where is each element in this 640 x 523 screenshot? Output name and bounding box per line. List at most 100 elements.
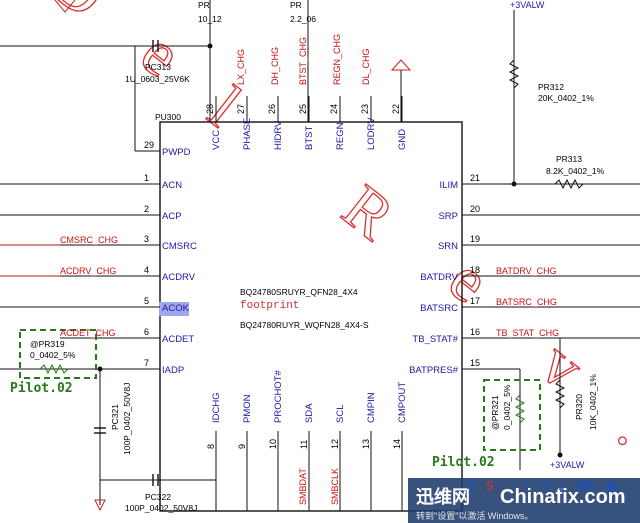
pin-number-bottom: 10 bbox=[268, 439, 278, 449]
pin-number-right: 17 bbox=[470, 296, 480, 306]
ic-part-number-1: BQ24780SRUYR_QFN28_4X4 bbox=[240, 287, 358, 297]
site-name-en: Chinafix.com bbox=[500, 486, 626, 508]
pin-name-bottom: SDA bbox=[304, 403, 315, 423]
pr320-val: 10K_0402_1% bbox=[588, 374, 598, 430]
pin-number-left: 7 bbox=[144, 358, 149, 368]
net-dh-chg: DH_CHG bbox=[270, 47, 280, 85]
pin-name-left: ACDRV bbox=[162, 272, 196, 283]
pin-number-left: 3 bbox=[144, 234, 149, 244]
ime-toolbar: A S •, ☺ ♪ ⌨ ▦ bbox=[467, 478, 617, 493]
ic-part-number-2: BQ24780RUYR_WQFN28_4X4-S bbox=[240, 320, 369, 330]
pin-number-left: 29 bbox=[144, 140, 154, 150]
pr320-ref: PR320 bbox=[574, 394, 584, 420]
site-banner: 迅维网 Chinafix.com 转到"设置"以激活 Windows。 bbox=[408, 478, 640, 523]
pin-name-bottom: CMPOUT bbox=[397, 382, 408, 423]
pin-name-top: VCC bbox=[211, 130, 222, 150]
pin-name-top: LODRV bbox=[366, 117, 377, 150]
pin-number-bottom: 8 bbox=[206, 444, 216, 449]
pin-number-left: 5 bbox=[144, 296, 149, 306]
net-batsrc-chg: BATSRC_CHG bbox=[496, 297, 557, 307]
pin-number-left: 4 bbox=[144, 265, 149, 275]
pin-name-bottom: PROCHOT# bbox=[273, 370, 284, 424]
microphone-icon[interactable]: ♪ bbox=[558, 479, 566, 493]
windows-activation-text: 转到"设置"以激活 Windows。 bbox=[416, 510, 533, 521]
pr312-ref: PR312 bbox=[538, 82, 564, 92]
pin-number-top: 28 bbox=[205, 104, 215, 114]
pin-name-right: ILIM bbox=[440, 180, 459, 191]
ground-symbols bbox=[54, 0, 412, 512]
pin-name-bottom: SCL bbox=[335, 405, 346, 423]
net-tbstat-chg: TB_STAT_CHG bbox=[496, 328, 559, 338]
pc321-ref: PC321 bbox=[110, 404, 120, 430]
text-a-icon[interactable]: A bbox=[467, 478, 476, 492]
pin-name-left: ACP bbox=[162, 211, 182, 222]
junctions bbox=[97, 43, 563, 458]
punctuation-icon[interactable]: •, bbox=[522, 478, 533, 492]
pin-name-left: ACDET bbox=[162, 334, 194, 345]
pin-name-bottom: CMPIN bbox=[366, 392, 377, 423]
pin-number-bottom: 11 bbox=[299, 440, 309, 449]
pin-number-top: 23 bbox=[360, 104, 370, 114]
rail-top-3valw: +3VALW bbox=[510, 0, 545, 10]
pin-name-right: BATSRC bbox=[420, 303, 458, 314]
pr312-val: 20K_0402_1% bbox=[538, 93, 594, 103]
keyboard-icon[interactable]: ⌨ bbox=[577, 479, 594, 493]
pc313-val: 1U_0603_25V6K bbox=[125, 74, 190, 84]
pin-number-top: 25 bbox=[298, 104, 308, 114]
pilot-box-left bbox=[19, 329, 97, 379]
net-btst-chg: BTST_CHG bbox=[298, 37, 308, 85]
net-regn-chg: REGN_CHG bbox=[332, 34, 342, 85]
pin-name-left: PWPD bbox=[162, 147, 191, 158]
pr-top-value: 10_12 bbox=[198, 14, 222, 24]
pin-number-top: 26 bbox=[267, 104, 277, 114]
net-smbclk: SMBCLK bbox=[330, 468, 340, 505]
svg-text:R: R bbox=[330, 171, 408, 253]
pin-name-top: PHASE bbox=[242, 118, 253, 150]
pr-top-label: PR bbox=[198, 0, 210, 10]
pin-number-right: 18 bbox=[470, 265, 480, 275]
pin-number-left: 2 bbox=[144, 204, 149, 214]
pin-name-right: SRP bbox=[438, 211, 458, 222]
pin-name-top: REGN bbox=[335, 122, 346, 150]
pc322-val: 100P_0402_50V8J bbox=[125, 503, 197, 513]
net-acdet-chg: ACDET_CHG bbox=[60, 328, 116, 338]
pin-name-left: IADP bbox=[162, 365, 184, 376]
pin-name-left: ACN bbox=[162, 180, 182, 191]
pc322-ref: PC322 bbox=[145, 492, 171, 502]
resistors bbox=[39, 59, 584, 424]
emoji-icon[interactable]: ☺ bbox=[540, 479, 553, 493]
capacitors bbox=[94, 40, 159, 486]
pin-number-left: 1 bbox=[144, 173, 149, 183]
pin-number-top: 24 bbox=[329, 104, 339, 114]
net-cmsrc-chg: CMSRC_CHG bbox=[60, 235, 118, 245]
net-smbdat: SMBDAT bbox=[298, 468, 308, 505]
pr313-val: 8.2K_0402_1% bbox=[546, 166, 605, 176]
acok-highlight bbox=[159, 302, 189, 316]
apps-grid-icon[interactable]: ▦ bbox=[606, 479, 617, 493]
pin-name-bottom: IDCHG bbox=[211, 392, 222, 423]
pr321-ref: @PR321 bbox=[490, 395, 500, 430]
pin-number-right: 20 bbox=[470, 204, 480, 214]
pc321-val: 100P_0402_50V8J bbox=[122, 383, 132, 455]
site-name-cn: 迅维网 bbox=[416, 486, 470, 507]
pin-number-right: 19 bbox=[470, 234, 480, 244]
pin-number-bottom: 9 bbox=[237, 444, 247, 449]
pin-name-right: TB_STAT# bbox=[412, 334, 458, 345]
pin-name-left: CMSRC bbox=[162, 241, 197, 252]
pin-name-top: HIDRV bbox=[273, 120, 284, 150]
pr-mid-label: PR bbox=[290, 0, 302, 10]
pc313-ref: PC313 bbox=[145, 62, 171, 72]
pin-name-bottom: PMON bbox=[242, 394, 253, 423]
pin-number-bottom: 13 bbox=[361, 439, 371, 449]
pilot-label-right: Pilot.02 bbox=[432, 455, 495, 470]
brand-s-icon[interactable]: S bbox=[486, 479, 494, 493]
pr319-ref: @PR319 bbox=[30, 339, 65, 349]
ic-body bbox=[159, 121, 463, 512]
pin-name-right: BATPRES# bbox=[409, 365, 459, 376]
pin-number-right: 21 bbox=[470, 173, 480, 183]
svg-text:.: . bbox=[606, 393, 640, 459]
pin-number-top: 27 bbox=[236, 104, 246, 114]
pr319-val: 0_0402_5% bbox=[30, 350, 76, 360]
net-lx-chg: LX_CHG bbox=[236, 49, 246, 85]
